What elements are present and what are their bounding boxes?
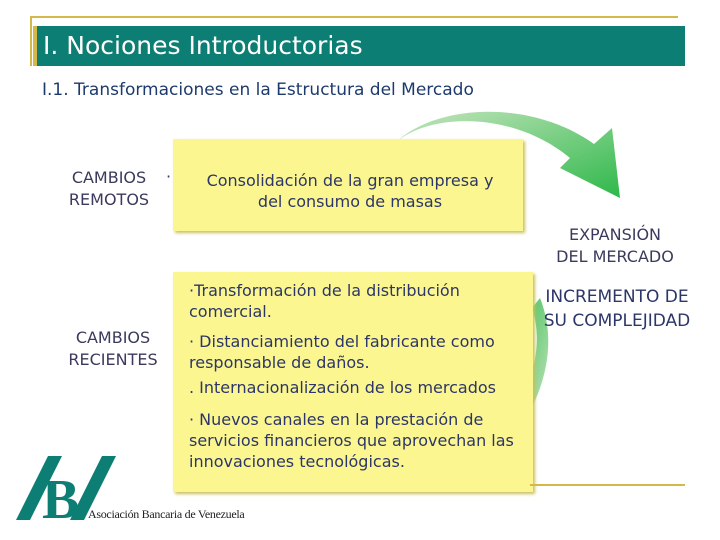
incremento-label: INCREMENTO DE SU COMPLEJIDAD [532,285,702,333]
abv-logo-icon: B [16,456,116,524]
remotos-box [173,139,523,231]
label-line: REMOTOS [68,190,150,209]
label-line: EXPANSIÓN [568,225,662,244]
title-bar [33,26,685,66]
upper-arrow-icon [390,111,620,198]
curved-arrows-graphic [390,111,620,428]
label-line: DEL MERCADO [556,247,674,266]
slide-title: I. Nociones Introductorias [43,31,363,60]
logo-text: Asociación Bancaria de Venezuela [88,507,245,521]
top-accent-line [30,16,678,18]
cambios-recientes-label: CAMBIOS RECIENTES [56,327,170,371]
text-line: del consumo de masas [257,192,443,211]
text-line: Consolidación de la gran empresa y [206,171,494,190]
recientes-item: ·Transformación de la distribución comer… [189,281,460,321]
bottom-accent-line [530,484,685,486]
cambios-remotos-label: CAMBIOS REMOTOS [56,167,162,211]
remotos-box-text: Consolidación de la gran empresa y del c… [185,170,515,212]
label-line: RECIENTES [68,350,158,369]
label-line: CAMBIOS [71,168,147,187]
expansion-label: EXPANSIÓN DEL MERCADO [540,224,690,268]
recientes-box [173,272,533,492]
label-line: SU COMPLEJIDAD [543,311,691,331]
label-line: CAMBIOS [75,328,151,347]
left-accent-line [30,16,32,66]
lower-arrow-icon [508,298,549,428]
logo-letter: B [42,469,79,524]
recientes-item: . Internacionalización de los mercados [189,378,496,397]
recientes-item: · Nuevos canales en la prestación de ser… [189,410,514,471]
label-line: INCREMENTO DE [545,287,689,307]
bullet-dot: · [166,167,172,186]
recientes-item: · Distanciamiento del fabricante como re… [189,332,495,372]
slide-subtitle: I.1. Transformaciones en la Estructura d… [42,80,474,100]
